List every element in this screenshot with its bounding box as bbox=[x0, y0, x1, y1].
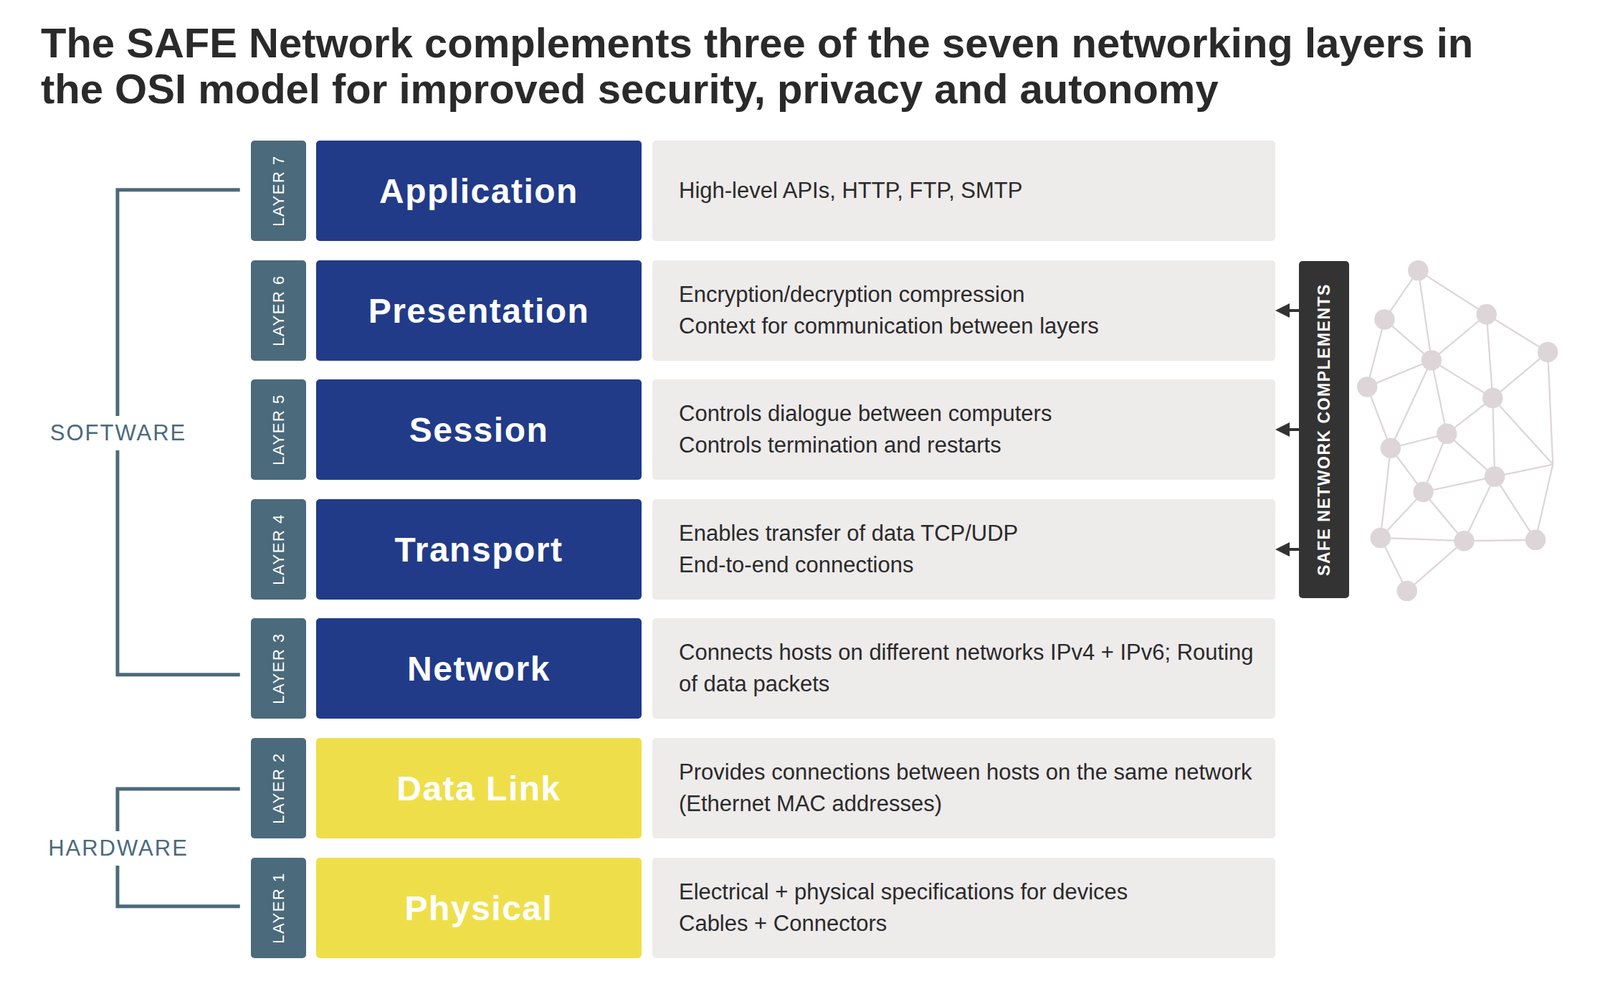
network-link bbox=[1407, 540, 1465, 591]
layer-name-box: Data Link bbox=[316, 737, 642, 838]
layer-number: LAYER 3 bbox=[269, 632, 289, 704]
layer-description-box: Provides connections between hosts on th… bbox=[652, 737, 1276, 838]
layer-description: Controls dialogue between computers bbox=[678, 397, 1260, 430]
arrow-connector bbox=[1275, 541, 1299, 557]
network-dot bbox=[1484, 465, 1505, 487]
layer-name: Physical bbox=[405, 888, 554, 928]
network-link bbox=[1390, 359, 1432, 448]
layer-description-box: High-level APIs, HTTP, FTP, SMTP bbox=[652, 140, 1276, 241]
layer-description-box: Connects hosts on different networks IPv… bbox=[652, 617, 1276, 719]
group-label: SOFTWARE bbox=[44, 415, 193, 451]
network-illustration bbox=[1356, 260, 1558, 601]
layer-name-box: Session bbox=[316, 379, 642, 480]
layer-tag: LAYER 5 bbox=[250, 379, 307, 480]
layer-name-box: Transport bbox=[316, 498, 642, 600]
arrow-connector bbox=[1275, 303, 1299, 318]
network-link bbox=[1417, 270, 1487, 314]
network-link bbox=[1463, 476, 1495, 542]
network-dot bbox=[1537, 341, 1558, 363]
layer-name: Session bbox=[409, 410, 550, 450]
layer-description-box: Encryption/decryption compressionContext… bbox=[652, 260, 1276, 361]
network-dot bbox=[1380, 437, 1401, 459]
layer-number: LAYER 5 bbox=[269, 393, 289, 465]
network-link bbox=[1367, 318, 1385, 387]
layer-description-box: Enables transfer of data TCP/UDPEnd-to-e… bbox=[652, 498, 1276, 600]
network-link bbox=[1463, 539, 1536, 541]
network-link bbox=[1492, 351, 1548, 398]
layer-number: LAYER 1 bbox=[269, 871, 289, 943]
layer-description: Controls termination and restarts bbox=[678, 429, 1260, 461]
network-dot bbox=[1356, 376, 1378, 397]
layer-description-box: Electrical + physical specifications for… bbox=[652, 857, 1276, 958]
layer-number: LAYER 6 bbox=[269, 274, 289, 346]
network-link bbox=[1492, 397, 1553, 465]
arrow-connector bbox=[1275, 422, 1299, 437]
layer-description: Enables transfer of data TCP/UDP bbox=[678, 517, 1260, 550]
layer-number: LAYER 7 bbox=[269, 154, 289, 226]
network-dot bbox=[1421, 349, 1442, 370]
complement-label: SAFE NETWORK COMPLEMENTS bbox=[1314, 283, 1335, 576]
layer-name-box: Application bbox=[316, 140, 642, 241]
arrow-line bbox=[1288, 427, 1299, 431]
group-label: HARDWARE bbox=[42, 830, 195, 866]
network-link bbox=[1492, 397, 1495, 477]
layer-name-box: Network bbox=[316, 617, 642, 719]
layer-description: Electrical + physical specifications for… bbox=[678, 875, 1260, 908]
network-dot bbox=[1482, 387, 1503, 408]
network-link bbox=[1380, 537, 1465, 541]
layer-name: Transport bbox=[394, 529, 564, 570]
arrow-head bbox=[1275, 303, 1290, 318]
layer-description: Provides connections between hosts on th… bbox=[678, 756, 1260, 820]
network-dot bbox=[1407, 260, 1428, 281]
layer-name-box: Presentation bbox=[316, 260, 642, 361]
network-dot bbox=[1412, 481, 1433, 502]
layer-description: Connects hosts on different networks IPv… bbox=[678, 636, 1260, 700]
complement-bar: SAFE NETWORK COMPLEMENTS bbox=[1298, 260, 1350, 598]
layer-name: Application bbox=[379, 171, 579, 211]
network-link bbox=[1535, 464, 1553, 540]
network-link bbox=[1494, 476, 1536, 540]
arrow-head bbox=[1275, 422, 1290, 437]
layer-number: LAYER 2 bbox=[269, 751, 289, 823]
layer-name: Network bbox=[407, 648, 551, 689]
network-link bbox=[1431, 313, 1487, 360]
layer-tag: LAYER 2 bbox=[250, 737, 307, 838]
layer-description-box: Controls dialogue between computersContr… bbox=[652, 379, 1276, 480]
layer-tag: LAYER 6 bbox=[250, 260, 307, 361]
network-link bbox=[1547, 351, 1553, 465]
network-dot bbox=[1374, 308, 1395, 330]
diagram-title: The SAFE Network complements three of th… bbox=[40, 20, 1532, 112]
layer-tag: LAYER 4 bbox=[250, 498, 307, 600]
network-link bbox=[1417, 270, 1432, 360]
network-link bbox=[1486, 313, 1548, 352]
arrow-line bbox=[1288, 308, 1299, 312]
network-dot bbox=[1370, 527, 1391, 548]
layer-description: End-to-end connections bbox=[678, 549, 1260, 581]
layer-name: Presentation bbox=[368, 291, 590, 331]
network-dot bbox=[1525, 529, 1546, 550]
arrow-head bbox=[1275, 541, 1290, 557]
layer-name-box: Physical bbox=[316, 857, 642, 958]
network-dot bbox=[1436, 423, 1457, 444]
layer-name: Data Link bbox=[396, 768, 562, 808]
network-link bbox=[1423, 476, 1496, 492]
layer-description: High-level APIs, HTTP, FTP, SMTP bbox=[678, 174, 1260, 207]
network-link bbox=[1431, 359, 1493, 398]
network-dot bbox=[1397, 580, 1418, 601]
network-link bbox=[1486, 313, 1494, 398]
network-dot bbox=[1476, 303, 1497, 325]
layer-tag: LAYER 3 bbox=[250, 617, 307, 719]
layer-number: LAYER 4 bbox=[269, 513, 289, 585]
layer-description: Context for communication between layers bbox=[678, 310, 1260, 342]
network-link bbox=[1431, 359, 1447, 433]
layer-description: Encryption/decryption compression bbox=[678, 278, 1260, 311]
layer-description: Cables + Connectors bbox=[678, 907, 1260, 940]
network-link bbox=[1380, 448, 1391, 538]
network-dot bbox=[1453, 530, 1474, 551]
arrow-line bbox=[1288, 547, 1299, 551]
layer-tag: LAYER 7 bbox=[250, 140, 307, 241]
layer-tag: LAYER 1 bbox=[250, 857, 307, 958]
